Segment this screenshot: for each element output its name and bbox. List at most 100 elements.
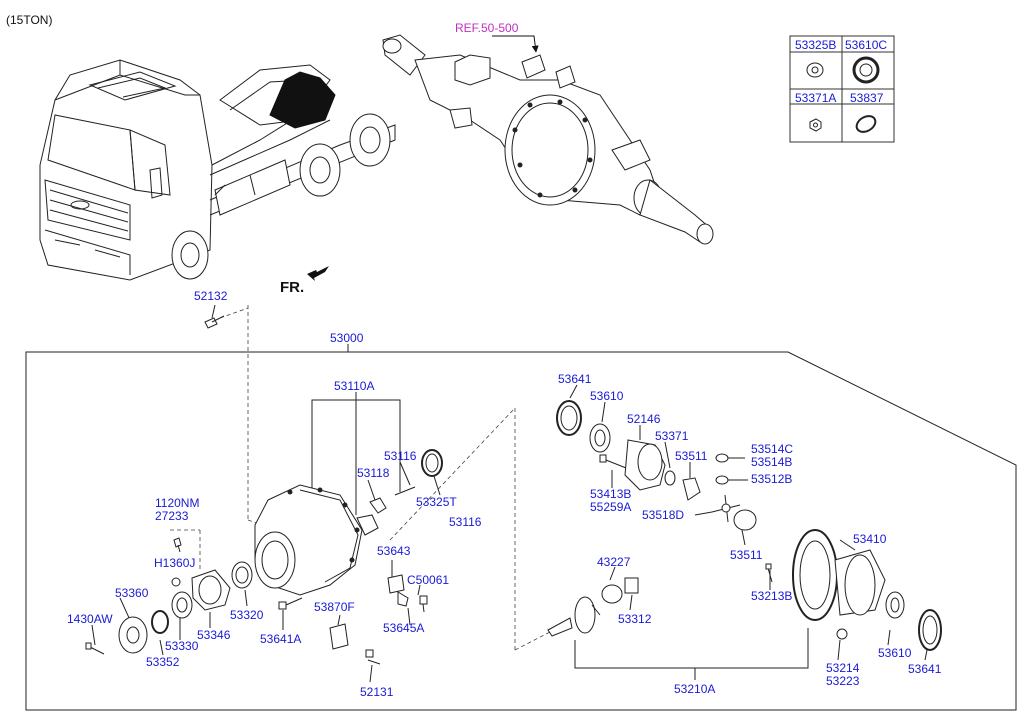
seal-ring-icon — [852, 56, 880, 84]
nut-H1360J-icon — [171, 577, 181, 587]
bearing-cup-53641-icon — [556, 400, 582, 436]
flange-53360-icon — [118, 616, 148, 654]
legend-code-53325B[interactable]: 53325B — [795, 38, 837, 52]
seal-53352-icon — [151, 610, 169, 634]
oval-gasket-icon — [855, 115, 877, 133]
part-53116-b[interactable]: 53116 — [449, 515, 482, 529]
part-53330[interactable]: 53330 — [165, 639, 199, 653]
part-53110A[interactable]: 53110A — [334, 379, 375, 393]
legend-code-53371A[interactable]: 53371A — [795, 91, 837, 105]
part-53518D[interactable]: 53518D — [642, 508, 685, 522]
bolt-1430AW-icon — [85, 642, 105, 655]
washer-53371-icon — [664, 470, 676, 486]
plug-C50061-icon — [419, 595, 428, 613]
cage-53346-icon — [191, 569, 231, 611]
washer-53512B-icon — [715, 475, 729, 485]
washer-53514-icon — [715, 453, 729, 463]
part-53210A[interactable]: 53210A — [674, 682, 716, 696]
legend-table — [789, 35, 895, 143]
model-label: (15TON) — [6, 13, 53, 27]
truck-illustration — [39, 59, 396, 281]
part-53118[interactable]: 53118 — [357, 466, 390, 480]
part-53214[interactable]: 53214 — [826, 661, 860, 675]
part-53312[interactable]: 53312 — [618, 612, 652, 626]
part-53325T[interactable]: 53325T — [416, 495, 457, 509]
fr-direction-arrow — [307, 266, 329, 281]
bearing-53330-icon — [171, 591, 193, 619]
part-53870F[interactable]: 53870F — [314, 600, 355, 614]
cap-53116-icon — [369, 497, 387, 514]
part-53641-top[interactable]: 53641 — [558, 372, 592, 386]
part-53641-bottom[interactable]: 53641 — [908, 662, 942, 676]
part-53514B[interactable]: 53514B — [751, 455, 793, 469]
part-53352[interactable]: 53352 — [146, 655, 180, 669]
part-53645A[interactable]: 53645A — [383, 621, 425, 635]
part-1430AW[interactable]: 1430AW — [67, 612, 113, 626]
diff-case-half-53410-icon — [834, 549, 886, 616]
bolt-52131-icon — [365, 649, 381, 665]
part-52131[interactable]: 52131 — [360, 685, 394, 699]
part-43227[interactable]: 43227 — [597, 555, 631, 569]
dashed-guides — [170, 305, 551, 651]
part-53320[interactable]: 53320 — [230, 608, 264, 622]
part-53413B[interactable]: 53413B — [590, 487, 632, 501]
part-H1360J[interactable]: H1360J — [154, 556, 196, 570]
part-53641A[interactable]: 53641A — [260, 632, 302, 646]
part-53410[interactable]: 53410 — [853, 532, 887, 546]
spider-53518D-icon — [711, 494, 741, 523]
assembly-frame — [25, 344, 1017, 711]
ref-link[interactable]: REF.50-500 — [455, 21, 519, 35]
part-53223[interactable]: 53223 — [826, 674, 860, 688]
part-C50061[interactable]: C50061 — [407, 573, 450, 587]
plate-53643-icon — [387, 574, 405, 594]
part-53610-top[interactable]: 53610 — [590, 389, 624, 403]
part-53514C[interactable]: 53514C — [751, 442, 794, 456]
bearing-53320-icon — [231, 561, 253, 589]
part-52132[interactable]: 52132 — [194, 289, 228, 303]
part-53371[interactable]: 53371 — [655, 429, 689, 443]
bracket-53645A-icon — [397, 591, 409, 607]
part-1120NM[interactable]: 1120NM — [155, 496, 200, 510]
legend-code-53837[interactable]: 53837 — [850, 91, 884, 105]
nut-53214-icon — [836, 628, 848, 640]
diff-case-52146-icon — [624, 439, 666, 491]
part-27233[interactable]: 27233 — [155, 509, 189, 523]
bolt-53213B-icon — [765, 563, 773, 583]
seal-53325T-icon — [421, 449, 443, 477]
part-55259A[interactable]: 55259A — [590, 500, 632, 514]
ring-gear-53410-icon — [792, 529, 838, 621]
part-53213B[interactable]: 53213B — [751, 589, 793, 603]
bolt-27233-icon — [173, 537, 182, 553]
spacer-53312-icon — [624, 577, 639, 594]
part-53116-a[interactable]: 53116 — [384, 449, 417, 463]
part-53511-top[interactable]: 53511 — [675, 449, 708, 463]
part-53512B[interactable]: 53512B — [751, 472, 793, 486]
legend-code-53610C[interactable]: 53610C — [845, 38, 888, 52]
bearing-43227-icon — [601, 584, 623, 604]
part-52146[interactable]: 52146 — [627, 412, 661, 426]
nut-icon — [809, 118, 822, 132]
part-53610-bottom[interactable]: 53610 — [878, 646, 912, 660]
part-53346[interactable]: 53346 — [197, 628, 231, 642]
bearing-53610-icon — [589, 423, 611, 453]
bolt-52132-icon — [204, 315, 225, 329]
axle-housing-illustration — [382, 34, 714, 245]
bolt-53641A-icon — [278, 597, 303, 610]
part-53360[interactable]: 53360 — [115, 586, 149, 600]
pinion-53210A-icon — [547, 596, 601, 637]
direction-label: FR. — [280, 279, 305, 296]
bearing-53610b-icon — [885, 591, 905, 619]
part-53000[interactable]: 53000 — [330, 331, 364, 345]
bracket-lines — [91, 304, 929, 683]
bolt-53413B-icon — [599, 454, 627, 469]
washer-icon — [806, 62, 824, 78]
carrier-housing-icon — [254, 484, 363, 596]
ref-leader-arrow — [492, 35, 539, 53]
plate-53870F-icon — [329, 623, 349, 650]
part-53643[interactable]: 53643 — [377, 544, 411, 558]
side-gear-53511b-icon — [733, 509, 757, 531]
side-gear-53511-icon — [682, 477, 701, 501]
part-53511-bottom[interactable]: 53511 — [730, 548, 763, 562]
cap-53118-icon — [356, 514, 379, 536]
